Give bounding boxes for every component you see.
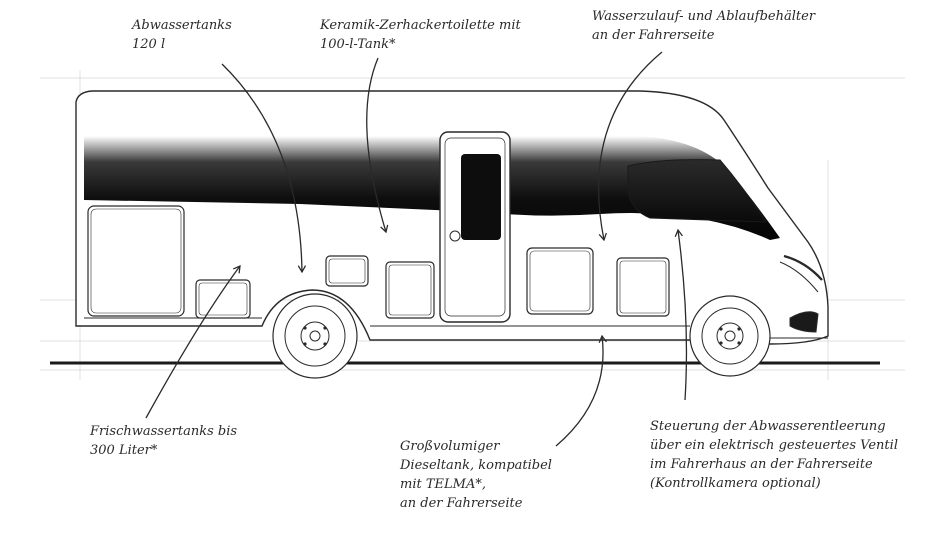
label-line: Abwassertanks [132, 18, 232, 33]
label-toilette: Keramik-Zerhackertoilette mit 100-l-Tank… [320, 16, 521, 54]
frischwasser-flap [195, 279, 251, 319]
service-flaps [87, 205, 670, 319]
toilet-flap [325, 255, 369, 287]
garage-door [87, 205, 185, 317]
label-line: Großvolumiger [400, 439, 500, 454]
label-line: Keramik-Zerhackertoilette mit [320, 18, 521, 33]
door-handle [449, 230, 461, 242]
label-line: an der Fahrerseite [400, 496, 523, 511]
arrow-abwassertanks [221, 63, 307, 274]
headlight [789, 311, 819, 333]
rear-wheel [272, 293, 358, 379]
label-line: Wasserzulauf- und Ablaufbehälter [592, 9, 816, 24]
label-steuerung: Steuerung der Abwasserentleerung über ei… [650, 417, 898, 493]
label-line: Steuerung der Abwasserentleerung [650, 419, 886, 434]
label-line: über ein elektrisch gesteuertes Ventil [650, 438, 898, 453]
side-flap-2 [526, 247, 594, 315]
arrow-steuerung [674, 228, 688, 401]
label-line: im Fahrerhaus an der Fahrerseite [650, 457, 873, 472]
entrance-door [439, 131, 511, 323]
label-line: Frischwassertanks bis [90, 424, 238, 439]
side-flap-3 [616, 257, 670, 317]
label-line: 300 Liter* [90, 443, 158, 458]
arrow-toilette [366, 57, 389, 234]
label-frischwasser: Frischwassertanks bis 300 Liter* [90, 422, 237, 460]
body-shade-band [84, 136, 780, 240]
front-wheel [689, 295, 771, 377]
label-line: Dieseltank, kompatibel [400, 458, 552, 473]
cab-window [627, 159, 767, 223]
door-window [461, 154, 501, 240]
label-line: an der Fahrerseite [592, 28, 715, 43]
label-line: 100-l-Tank* [320, 37, 396, 52]
front-details [760, 254, 828, 339]
side-flap-1 [385, 261, 435, 319]
arrow-frischwasser [145, 264, 241, 419]
label-abwassertanks: Abwassertanks 120 l [132, 16, 232, 54]
callout-arrows [145, 51, 688, 447]
label-line: (Kontrollkamera optional) [650, 476, 821, 491]
arrow-wasserzulauf [597, 51, 663, 242]
label-dieseltank: Großvolumiger Dieseltank, kompatibel mit… [400, 437, 552, 513]
label-wasserzulauf: Wasserzulauf- und Ablaufbehälter an der … [592, 7, 815, 45]
label-line: mit TELMA*, [400, 477, 486, 492]
label-line: 120 l [132, 37, 166, 52]
arrow-dieseltank [555, 334, 607, 447]
